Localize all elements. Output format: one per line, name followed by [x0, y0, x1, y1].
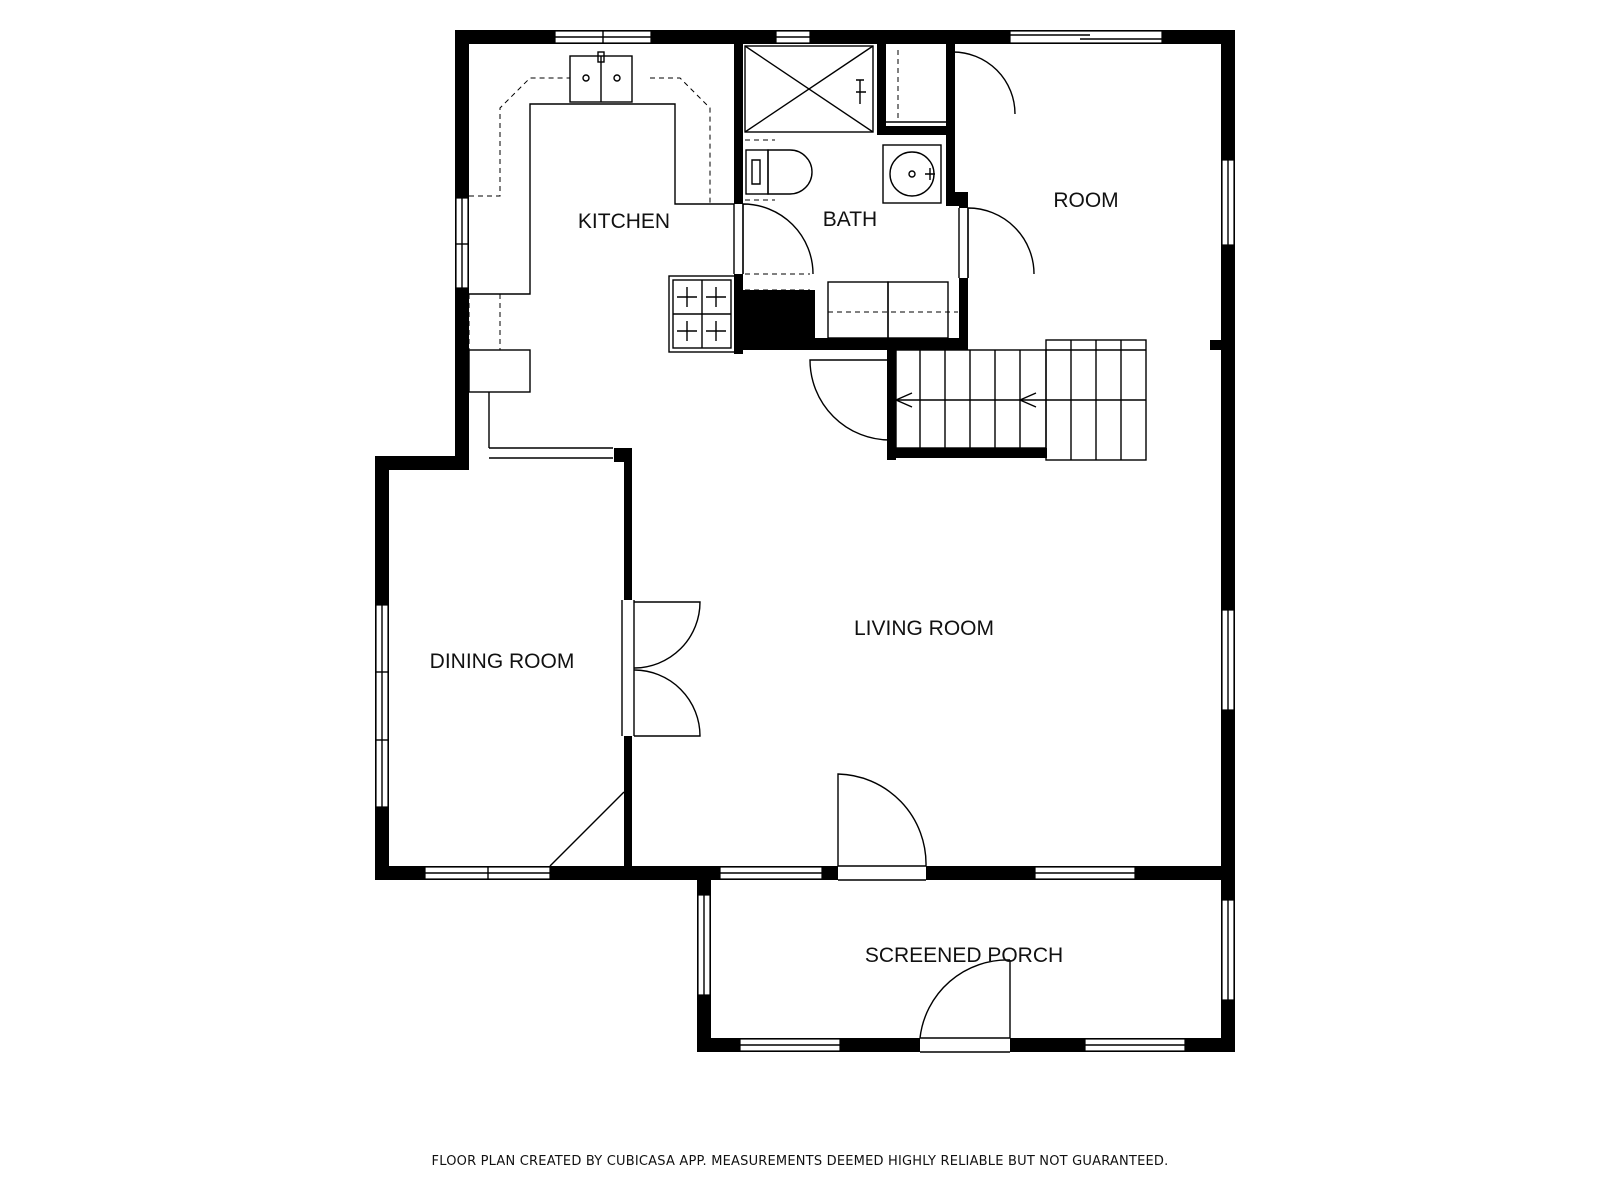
room-label-screened-porch: SCREENED PORCH [865, 944, 1063, 967]
door-swings [549, 51, 1035, 1039]
room-label-room: ROOM [1053, 189, 1118, 212]
kitchen-fixtures [468, 51, 736, 448]
room-label-bath: BATH [823, 208, 877, 231]
stairs [895, 339, 1147, 461]
walls [375, 30, 1235, 1052]
room-label-dining-room: DINING ROOM [430, 650, 575, 673]
openings [489, 204, 1010, 1053]
windows [375, 30, 1235, 1052]
bath-fixtures [744, 45, 958, 339]
footer-disclaimer: FLOOR PLAN CREATED BY CUBICASA APP. MEAS… [431, 1154, 1169, 1169]
room-label-living-room: LIVING ROOM [854, 617, 994, 640]
room-labels: KITCHEN BATH ROOM LIVING ROOM DINING ROO… [430, 189, 1119, 967]
room-label-kitchen: KITCHEN [578, 210, 670, 233]
